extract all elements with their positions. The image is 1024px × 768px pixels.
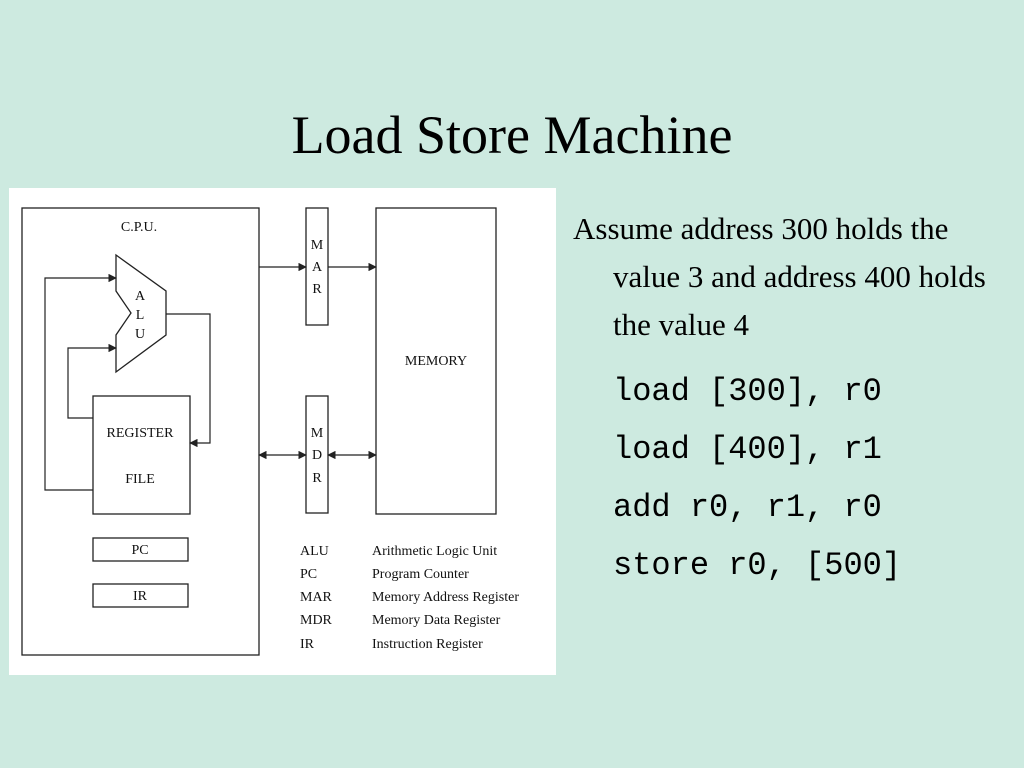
cpu-box (21, 207, 260, 656)
mar-letter-m: M (311, 238, 324, 253)
register-file-label-line1: REGISTER (107, 426, 175, 441)
cpu-label: C.P.U. (121, 220, 157, 235)
alu-shape (115, 253, 167, 374)
legend-abbr: ALU (300, 544, 329, 559)
code-line: load [300], r0 (613, 373, 882, 410)
mar-letter-a: A (312, 260, 323, 275)
register-file-label-line2: FILE (125, 472, 155, 487)
slide-body: Assume address 300 holds the value 3 and… (573, 205, 1003, 595)
ir-box (92, 583, 189, 608)
assumption-text: Assume address 300 holds the value 3 and… (573, 211, 986, 342)
legend-meaning: Instruction Register (372, 637, 483, 652)
alu-letter-u: U (135, 327, 145, 342)
legend-meaning: Memory Data Register (372, 613, 501, 628)
code-block: load [300], r0 load [400], r1 add r0, r1… (573, 363, 1003, 595)
mar-letter-r: R (312, 282, 322, 297)
ir-label: IR (133, 589, 148, 604)
memory-label: MEMORY (405, 354, 467, 369)
architecture-diagram: C.P.U. A L U REGISTER FILE PC IR M A R M… (9, 188, 556, 675)
alu-to-regfile-arrow (166, 313, 211, 448)
connection-lines (44, 262, 377, 491)
memory-box (375, 207, 497, 515)
legend-meaning: Program Counter (372, 567, 469, 582)
legend-abbr: MAR (300, 590, 333, 605)
pc-box (92, 537, 189, 562)
mdr-letter-m: M (311, 426, 324, 441)
regfile-to-alu-bottom-arrow (67, 343, 117, 419)
code-line: load [400], r1 (613, 431, 882, 468)
alu-letter-a: A (135, 289, 146, 304)
legend-meaning: Memory Address Register (372, 590, 519, 605)
slide-title: Load Store Machine (291, 105, 733, 165)
mdr-letter-r: R (312, 471, 322, 486)
mdr-letter-d: D (312, 448, 322, 463)
code-line: store r0, [500] (613, 547, 902, 584)
code-line: add r0, r1, r0 (613, 489, 882, 526)
regfile-to-alu-top-arrow (44, 273, 117, 491)
legend-abbr: IR (300, 637, 315, 652)
legend: ALU Arithmetic Logic Unit PC Program Cou… (300, 544, 519, 652)
legend-abbr: PC (300, 567, 317, 582)
pc-label: PC (131, 543, 148, 558)
alu-letter-l: L (136, 308, 145, 323)
legend-meaning: Arithmetic Logic Unit (372, 544, 497, 559)
register-file-box (92, 395, 191, 515)
legend-abbr: MDR (300, 613, 333, 628)
